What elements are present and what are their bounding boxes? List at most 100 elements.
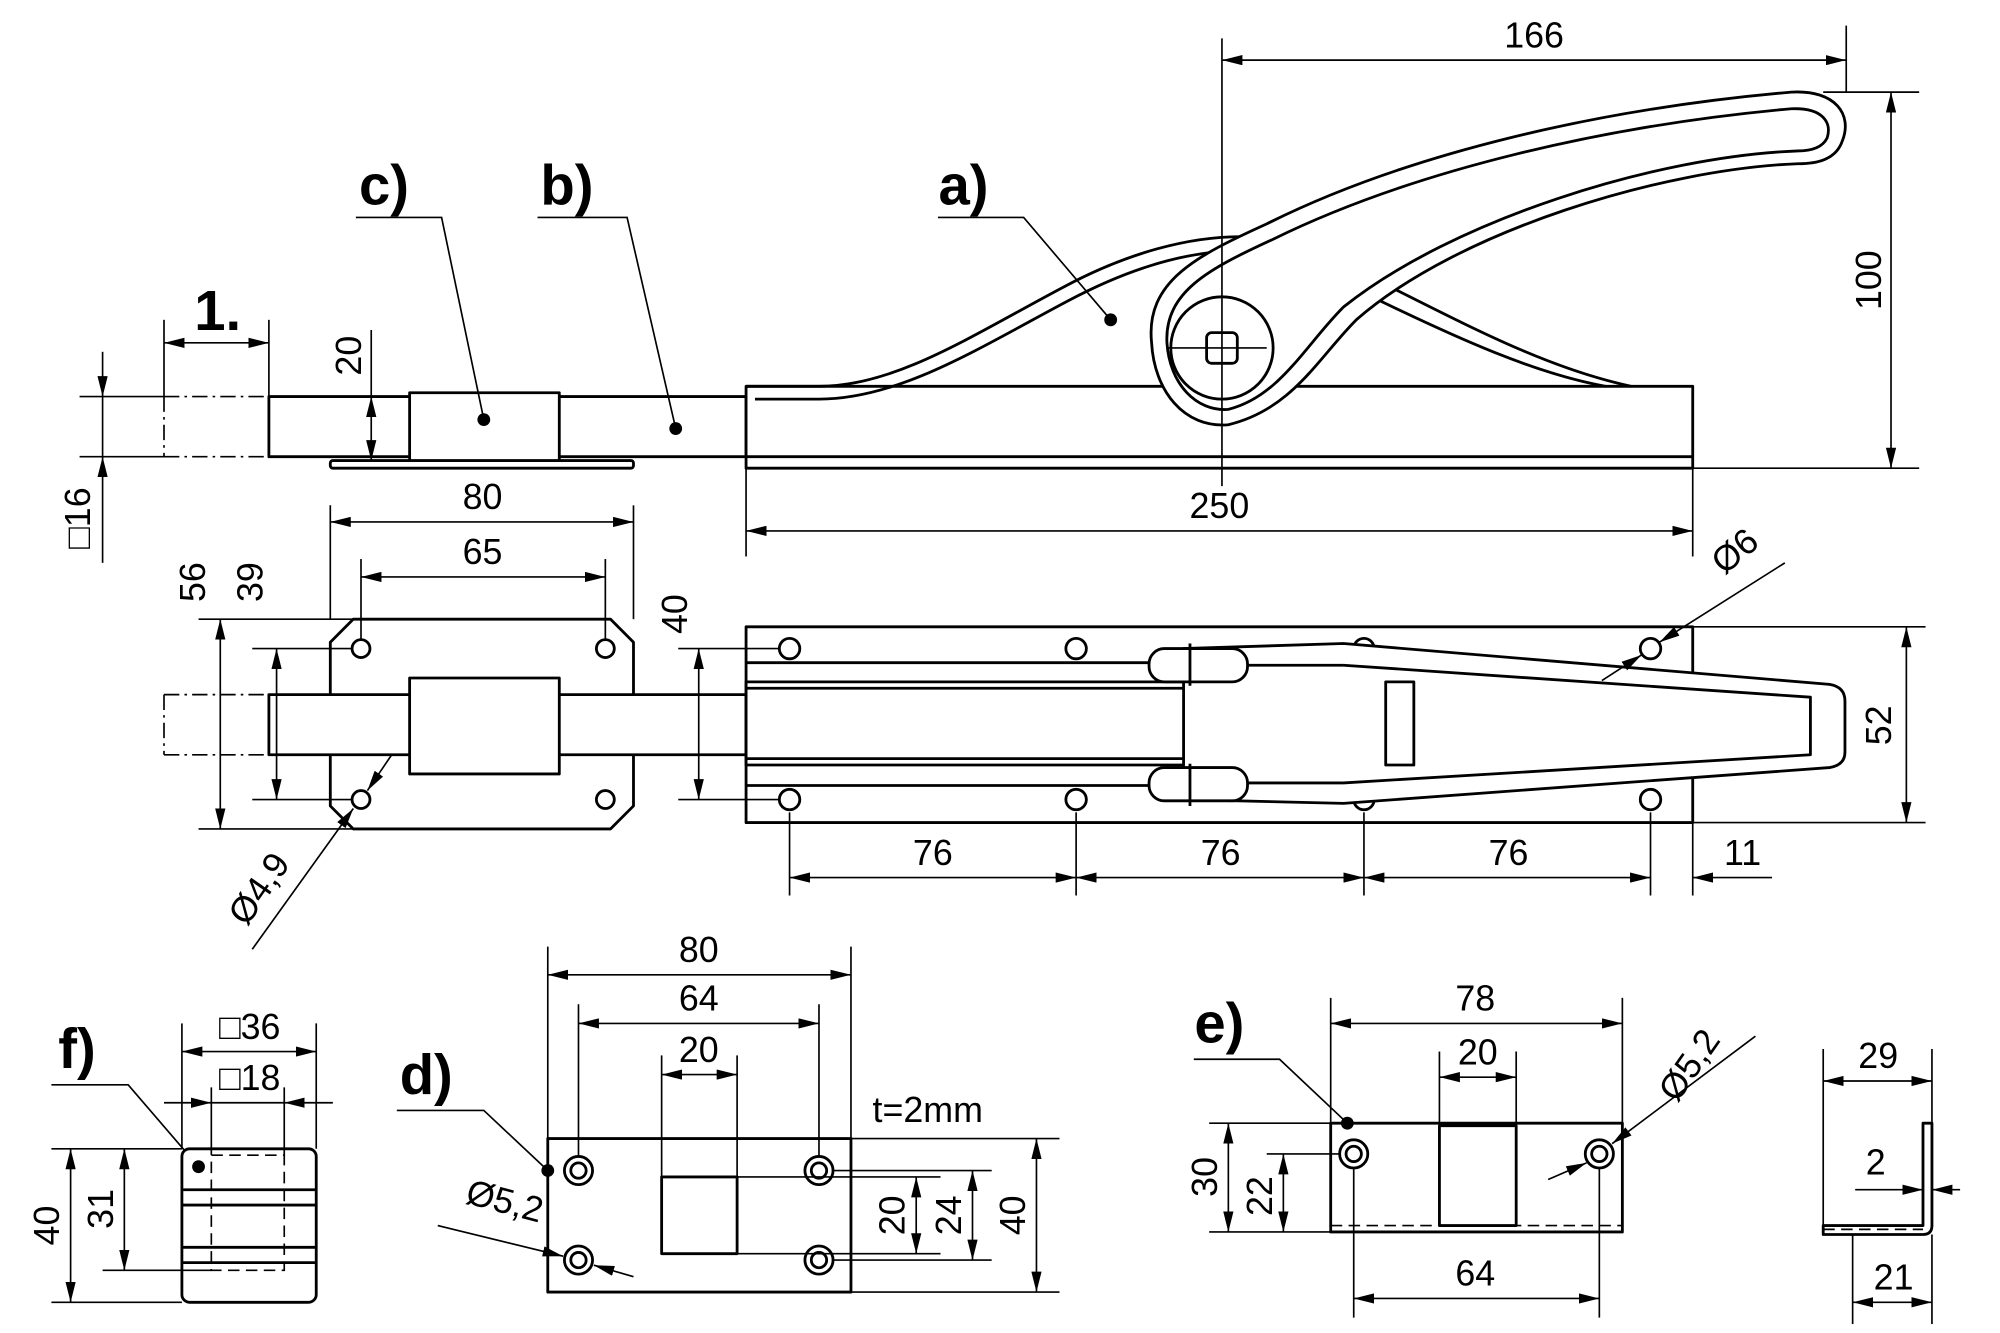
dim-hole-spacing-1: 76 — [913, 833, 953, 873]
plate-hole — [350, 638, 372, 659]
bracket-view: 29 2 21 — [1821, 1036, 1961, 1325]
handle-outline — [1149, 90, 1847, 427]
leader-plate-hole-dia — [251, 808, 355, 950]
dim-part-e-height: 30 — [1185, 1157, 1225, 1197]
channel-end — [1384, 680, 1416, 767]
leader-handle-hole-dia — [1601, 654, 1643, 682]
dim-end-offset: 11 — [1724, 833, 1761, 873]
dim-body-width: 52 — [1859, 705, 1899, 745]
leader-part-f — [51, 1083, 200, 1168]
body-shell-inner — [755, 249, 1242, 401]
leader-part-b — [537, 216, 677, 429]
dim-part-d-width: 80 — [679, 930, 719, 970]
dim-rod-offset: 20 — [329, 336, 369, 376]
dim-handle-reach: 166 — [1504, 15, 1564, 55]
elevation-view: 166 100 250 1. 20 □16 c) b) a) — [58, 15, 1920, 563]
part-d-view: d) 80 64 20 t=2mm Ø — [396, 930, 1060, 1294]
dim-hole-spacing-2: 76 — [1201, 833, 1241, 873]
hub-plan-bottom — [1147, 766, 1249, 803]
dim-part-e-hole-spacing: 64 — [1455, 1254, 1495, 1294]
dim-part-e-width: 78 — [1455, 979, 1495, 1019]
dim-base-length: 250 — [1190, 486, 1250, 526]
dim-part-d-slot-height: 20 — [873, 1195, 913, 1235]
part-d-square-slot — [660, 1175, 739, 1256]
dim-part-d-height: 40 — [993, 1195, 1033, 1235]
leader-part-a — [937, 216, 1112, 321]
leader-dot-e — [1340, 1116, 1354, 1130]
dim-plate-width: 80 — [463, 477, 503, 517]
leader-handle-hole-dia — [1659, 562, 1786, 643]
countersunk-hole — [563, 1155, 594, 1187]
leader-part-c — [355, 216, 485, 420]
leader-part-e — [1193, 1058, 1348, 1124]
body-inner-lines — [746, 661, 1152, 787]
body-hole — [1064, 787, 1088, 812]
part-d-thickness: t=2mm — [873, 1090, 983, 1130]
leader-dot-d — [541, 1164, 555, 1177]
dim-part-d-slot-width: 20 — [679, 1030, 719, 1070]
dim-part-d-hole-pitch: 24 — [929, 1195, 969, 1235]
block-c-plan — [408, 676, 561, 776]
label-part-a: a) — [939, 154, 989, 217]
dim-handle-hole-dia: Ø6 — [1704, 520, 1766, 581]
dim-part-f-height: 40 — [27, 1206, 67, 1246]
body-hole — [1064, 636, 1088, 661]
dim-plate-hole-dia: Ø4,9 — [220, 845, 297, 932]
countersunk-hole — [563, 1244, 594, 1276]
plate-hole — [350, 789, 372, 810]
leader-dot-a — [1104, 313, 1118, 327]
part-e-square-slot — [1438, 1124, 1518, 1227]
bracket-profile — [1821, 1121, 1934, 1236]
rod-phantom-extension-plan — [163, 693, 269, 756]
part-f-view: f) □36 □18 40 31 — [27, 1007, 333, 1304]
leader-part-d — [396, 1109, 549, 1172]
countersunk-hole-inner — [1344, 1144, 1363, 1163]
countersunk-hole-inner — [809, 1250, 829, 1270]
leader-dot-b — [669, 422, 683, 435]
leader-part-d-hole-dia — [437, 1224, 564, 1258]
hub-plan-top — [1147, 647, 1249, 684]
body-hole — [1638, 787, 1663, 812]
handle-plan-outline — [1182, 642, 1847, 805]
label-part-c: c) — [359, 154, 409, 217]
dim-part-e-slot-width: 20 — [1458, 1032, 1498, 1072]
leader-dot-c — [477, 413, 491, 426]
part-e-view: e) 78 20 Ø5,2 30 22 6 — [1185, 979, 1756, 1318]
label-part-b: b) — [540, 154, 593, 217]
handle-plan-inner — [1343, 663, 1812, 785]
countersunk-hole-inner — [1590, 1144, 1609, 1163]
label-detail-1: 1. — [194, 279, 241, 342]
part-f-hidden-square — [210, 1154, 286, 1272]
plate-hole — [594, 638, 616, 659]
dim-plate-height: 56 — [173, 562, 213, 602]
part-d-plate — [546, 1137, 853, 1294]
dim-part-e-hole-height: 22 — [1240, 1176, 1280, 1216]
dim-outer-square: □36 — [219, 1007, 280, 1047]
part-e-plate — [1329, 1121, 1624, 1234]
leader-dot-f — [192, 1160, 205, 1174]
dim-plate-hole-pitch: 39 — [231, 562, 271, 602]
dim-rod-section: □16 — [58, 487, 98, 548]
rod-phantom-extension — [163, 395, 269, 458]
leader-part-e-hole-dia — [1547, 1162, 1587, 1181]
label-part-f: f) — [58, 1017, 95, 1080]
handle-inner-outline — [1165, 107, 1830, 411]
label-part-e: e) — [1194, 992, 1244, 1055]
dim-height: 100 — [1849, 250, 1889, 310]
block-c-elevation — [408, 391, 561, 462]
plate-hole — [594, 789, 616, 810]
leader-part-d-hole-dia — [593, 1264, 634, 1278]
dim-bracket-foot: 21 — [1874, 1258, 1914, 1298]
dim-body-hole-pitch: 40 — [655, 594, 695, 634]
countersunk-hole-inner — [569, 1250, 588, 1270]
dim-plate-hole-spacing: 65 — [463, 532, 503, 572]
leader-part-e-hole-dia — [1611, 1035, 1756, 1145]
dim-bracket-thickness: 2 — [1866, 1142, 1886, 1182]
body-shell-right-inner — [1383, 282, 1632, 388]
body-hole — [1638, 636, 1663, 661]
plan-view: 80 65 56 39 Ø4,9 40 52 Ø6 — [163, 477, 1926, 950]
leader-plate-hole-dia — [366, 754, 393, 792]
body-shell-right-outer — [1371, 295, 1606, 388]
dim-part-d-hole-spacing: 64 — [679, 979, 719, 1019]
